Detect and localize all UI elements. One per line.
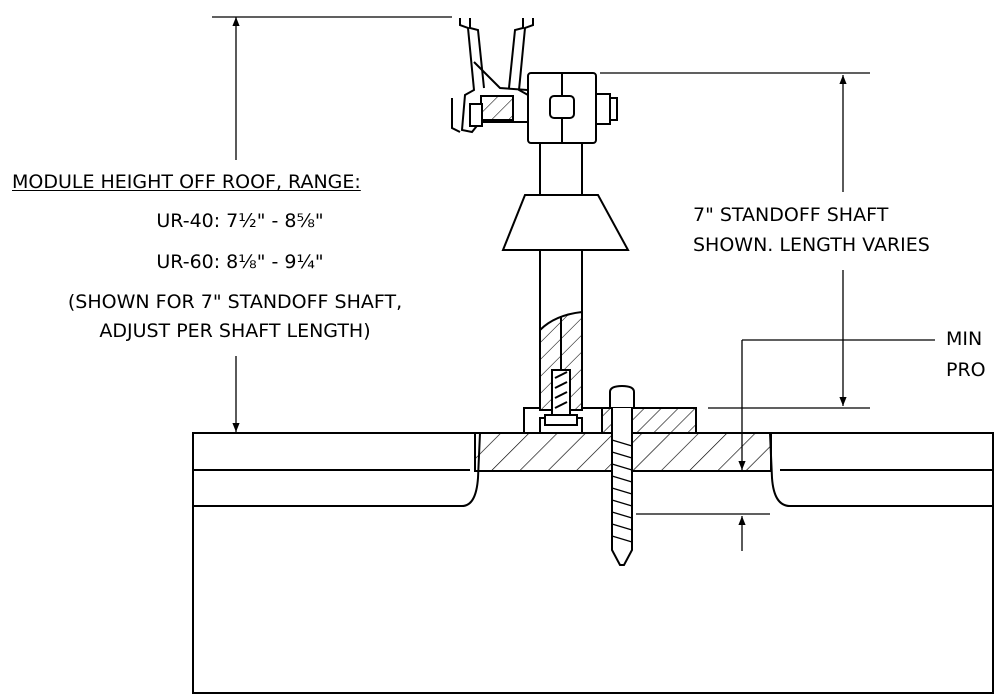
module-height-note-line2: ADJUST PER SHAFT LENGTH)	[99, 320, 371, 342]
module-clamp	[451, 18, 534, 134]
module-height-heading: MODULE HEIGHT OFF ROOF, RANGE:	[12, 171, 361, 193]
min-penetration-dimension	[636, 339, 935, 551]
shaft-length-dimension	[600, 72, 870, 409]
min-label-line2: PRO	[946, 359, 986, 381]
flashing-cone	[501, 188, 630, 251]
shaft-upper	[539, 139, 583, 196]
module-height-dimension	[212, 16, 452, 432]
standoff-head	[527, 72, 618, 144]
module-height-ur40: UR-40: 7½" - 8⅝"	[156, 210, 324, 232]
min-label-line1: MIN	[946, 328, 983, 350]
module-height-ur60: UR-60: 8⅛" - 9¼"	[156, 251, 324, 273]
standoff-shaft-label-line1: 7" STANDOFF SHAFT	[693, 204, 889, 226]
standoff-shaft-label-line2: SHOWN. LENGTH VARIES	[693, 234, 930, 256]
module-height-note-line1: (SHOWN FOR 7" STANDOFF SHAFT,	[67, 291, 403, 313]
standoff-shaft	[539, 249, 583, 426]
lag-screw	[609, 384, 635, 566]
